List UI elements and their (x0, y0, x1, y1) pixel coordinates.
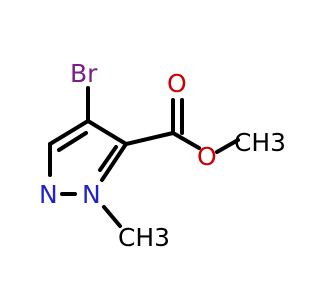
atom-ester-oxygen-label: O (197, 142, 217, 171)
bond-n1-methyl (102, 205, 122, 228)
bond-c4-c3-outer (48, 119, 90, 146)
atom-nitrogen-ring-label: N (39, 180, 58, 209)
bond-n1-c5-outer (100, 142, 128, 182)
bond-n1-c5-inner (98, 145, 118, 172)
atom-nitrogen-methyl-label: N (82, 180, 101, 209)
bond-c4-c5 (86, 119, 128, 146)
bond-c4-c3-inner (57, 131, 88, 152)
atom-n-methyl-label: CH3 (118, 223, 170, 252)
atom-ester-methyl-label: CH3 (234, 128, 286, 157)
bond-ester-o-methyl (215, 138, 240, 154)
bond-carbonyl-c-ester-o (171, 131, 201, 150)
bond-c5-carbonyl-c (124, 131, 175, 146)
atom-carbonyl-oxygen-label: O (167, 69, 187, 98)
structure-canvas: Br N N O O CH3 CH3 (39, 59, 286, 252)
atom-bromine-label: Br (70, 59, 98, 88)
chemical-structure-diagram: Br N N O O CH3 CH3 (39, 59, 286, 252)
